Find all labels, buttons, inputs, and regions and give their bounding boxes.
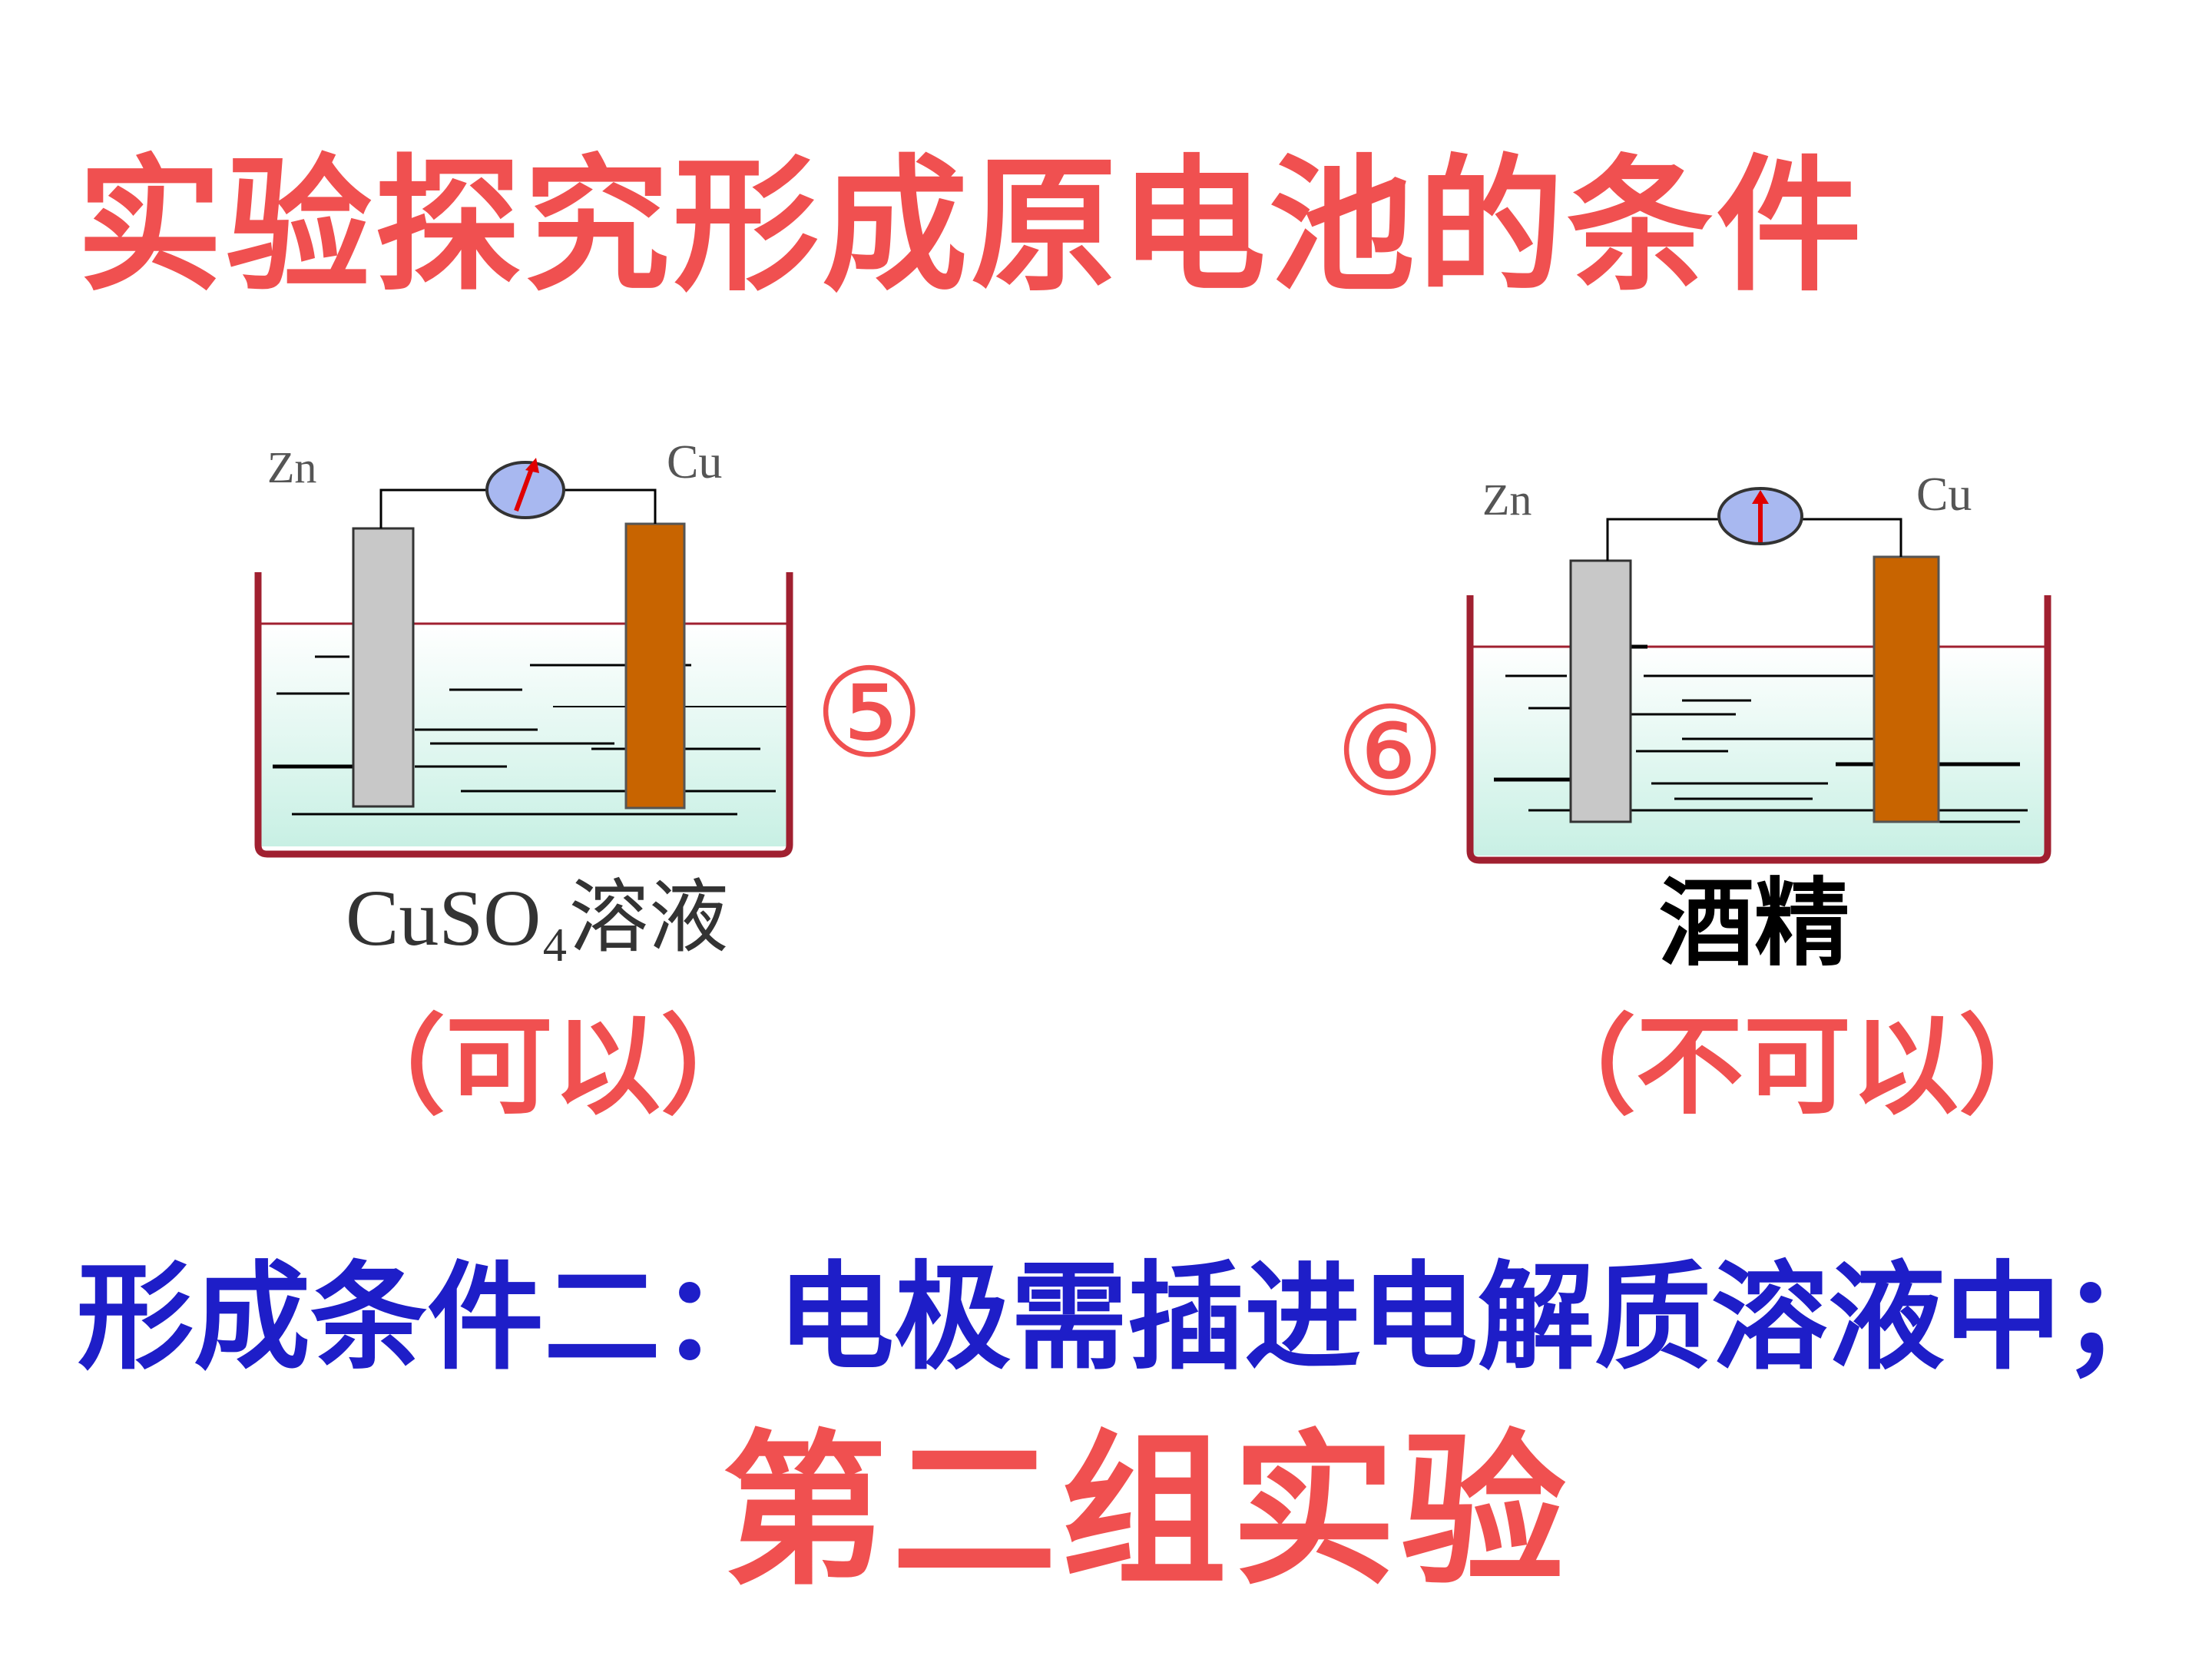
zinc-label: Zn [267, 442, 316, 492]
copper-label: Cu [1916, 469, 1972, 521]
solution-fill [1470, 647, 2048, 856]
copper-electrode [1873, 555, 1940, 823]
verdict-cell-5: （可以） [338, 1005, 769, 1130]
cell-number: ⑥ [1335, 680, 1445, 823]
beaker [1466, 595, 2051, 864]
solution-lines [273, 655, 790, 816]
needle-arrowhead [525, 458, 539, 473]
wire [1800, 518, 1902, 557]
copper-electrode [624, 522, 686, 810]
wire [1606, 518, 1720, 561]
cell-number: ⑤ [814, 641, 924, 785]
galvanometer-needle [514, 463, 535, 512]
zinc-electrode [1569, 559, 1632, 823]
needle-arrowhead [1752, 490, 1769, 504]
wire [379, 488, 487, 528]
zinc-electrode [352, 527, 415, 808]
zinc-label: Zn [1482, 475, 1532, 525]
slide-title: 实验探究形成原电池的条件 [77, 141, 1866, 311]
verdict-cell-6: （不可以） [1528, 1005, 2067, 1130]
copper-label: Cu [667, 436, 722, 488]
wire [564, 488, 657, 524]
group-label: 第二组实验 [722, 1415, 1571, 1608]
beaker [254, 572, 793, 858]
solution-label: CuSO₄溶液 [346, 874, 729, 962]
solution-label: 酒精 [1659, 869, 1849, 979]
conclusion-text: 形成条件二：电极需插进电解质溶液中； [77, 1250, 2178, 1386]
solution-fill [258, 624, 790, 846]
